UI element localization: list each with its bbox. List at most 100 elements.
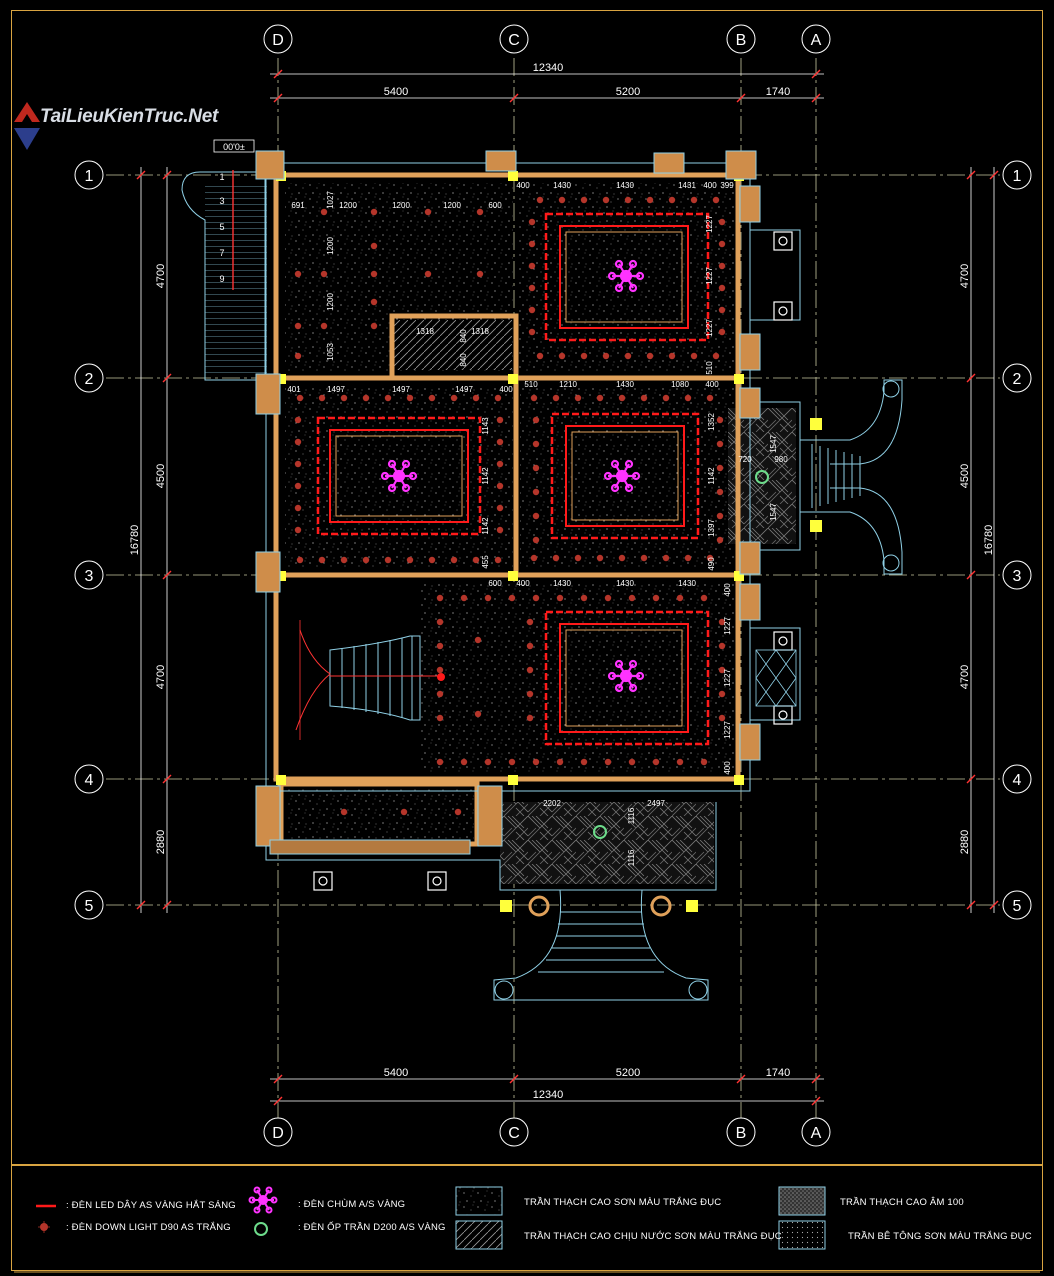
downlight [624, 352, 632, 360]
downlight [460, 594, 468, 602]
ceiling-south-room [288, 788, 474, 840]
svg-text:1: 1 [1013, 168, 1022, 185]
downlight [712, 196, 720, 204]
downlight [716, 536, 724, 544]
downlight [580, 594, 588, 602]
downlight [558, 196, 566, 204]
downlight [718, 642, 726, 650]
svg-text:1497: 1497 [392, 385, 410, 394]
ceiling-lamp-south [593, 825, 607, 839]
downlight [484, 594, 492, 602]
downlight [496, 438, 504, 446]
downlight [624, 196, 632, 204]
svg-text:1116: 1116 [627, 849, 636, 866]
downlight [318, 394, 326, 402]
downlight [436, 642, 444, 650]
legend-frame [11, 1165, 1043, 1271]
watermark-logo [14, 102, 40, 150]
downlight [690, 352, 698, 360]
downlight [718, 262, 726, 270]
downlight [528, 240, 536, 248]
chandelier-1 [607, 259, 645, 293]
svg-text:5: 5 [1013, 898, 1022, 915]
downlight [532, 594, 540, 602]
dim-top-3: 1740 [766, 86, 790, 98]
svg-text:1: 1 [85, 168, 94, 185]
downlight [436, 690, 444, 698]
downlight [700, 758, 708, 766]
svg-text:4: 4 [85, 772, 94, 789]
svg-text:1430: 1430 [616, 579, 634, 588]
axis-bubble-top-C: C [499, 24, 529, 54]
downlight [494, 556, 502, 564]
downlight [436, 666, 444, 674]
dim-right-2: 4500 [959, 464, 971, 488]
svg-text:1080: 1080 [671, 380, 689, 389]
legend-ceiling-lamp: : ĐÈN ỐP TRẦN D200 A/S VÀNG [298, 1222, 446, 1233]
svg-text:510: 510 [524, 380, 538, 389]
downlight [604, 758, 612, 766]
axis-bubbles: D C B A D C B A 1 2 3 4 5 1 2 3 4 5 [74, 24, 1032, 1147]
legend-hatch-dense-symbol [778, 1186, 826, 1216]
downlight [474, 710, 482, 718]
downlight [662, 394, 670, 402]
downlight [604, 594, 612, 602]
watermark-text: TaiLieuKienTruc.Net [40, 106, 219, 127]
svg-text:2202: 2202 [543, 799, 561, 808]
downlight [428, 556, 436, 564]
downlight [574, 554, 582, 562]
downlight [556, 758, 564, 766]
axis-bubble-left-5: 5 [74, 890, 104, 920]
svg-text:600: 600 [488, 579, 502, 588]
legend-led-strip: : ĐÈN LED DÂY AS VÀNG HẮT SÁNG [66, 1200, 236, 1211]
svg-text:455: 455 [481, 555, 490, 569]
downlight [294, 322, 302, 330]
downlight [294, 504, 302, 512]
downlight [652, 594, 660, 602]
downlight [618, 554, 626, 562]
downlight [294, 270, 302, 278]
chandelier-4 [607, 659, 645, 693]
axis-bubble-left-1: 1 [74, 160, 104, 190]
downlight [532, 758, 540, 766]
downlight [496, 526, 504, 534]
svg-text:1227: 1227 [723, 617, 732, 635]
svg-text:3: 3 [219, 196, 224, 206]
downlight [370, 208, 378, 216]
downlight [436, 758, 444, 766]
downlight [294, 438, 302, 446]
downlight [676, 594, 684, 602]
svg-text:3: 3 [1013, 568, 1022, 585]
svg-text:1430: 1430 [678, 579, 696, 588]
corner-posts [313, 231, 793, 891]
downlight [454, 808, 462, 816]
downlight [712, 352, 720, 360]
svg-text:B: B [736, 32, 747, 49]
legend-hatch-dots-symbol [455, 1186, 503, 1216]
downlight [474, 636, 482, 644]
svg-text:1: 1 [219, 172, 224, 182]
downlight [294, 416, 302, 424]
svg-text:B: B [736, 1125, 747, 1142]
downlight [424, 208, 432, 216]
downlight [558, 352, 566, 360]
downlight [602, 196, 610, 204]
downlight [536, 352, 544, 360]
downlight [340, 394, 348, 402]
downlight [318, 556, 326, 564]
downlight [718, 666, 726, 674]
svg-text:1200: 1200 [339, 201, 357, 210]
downlight [602, 352, 610, 360]
svg-text:3: 3 [85, 568, 94, 585]
svg-text:1027: 1027 [326, 191, 335, 209]
svg-text:400: 400 [723, 583, 732, 597]
ceiling-hall [420, 582, 736, 772]
downlight [472, 556, 480, 564]
downlight [706, 394, 714, 402]
axis-bubble-bottom-C: C [499, 1117, 529, 1147]
downlight [532, 536, 540, 544]
chandelier-3 [603, 459, 641, 493]
svg-text:1318: 1318 [416, 327, 434, 336]
legend-symbols [36, 1186, 826, 1250]
downlight [706, 554, 714, 562]
